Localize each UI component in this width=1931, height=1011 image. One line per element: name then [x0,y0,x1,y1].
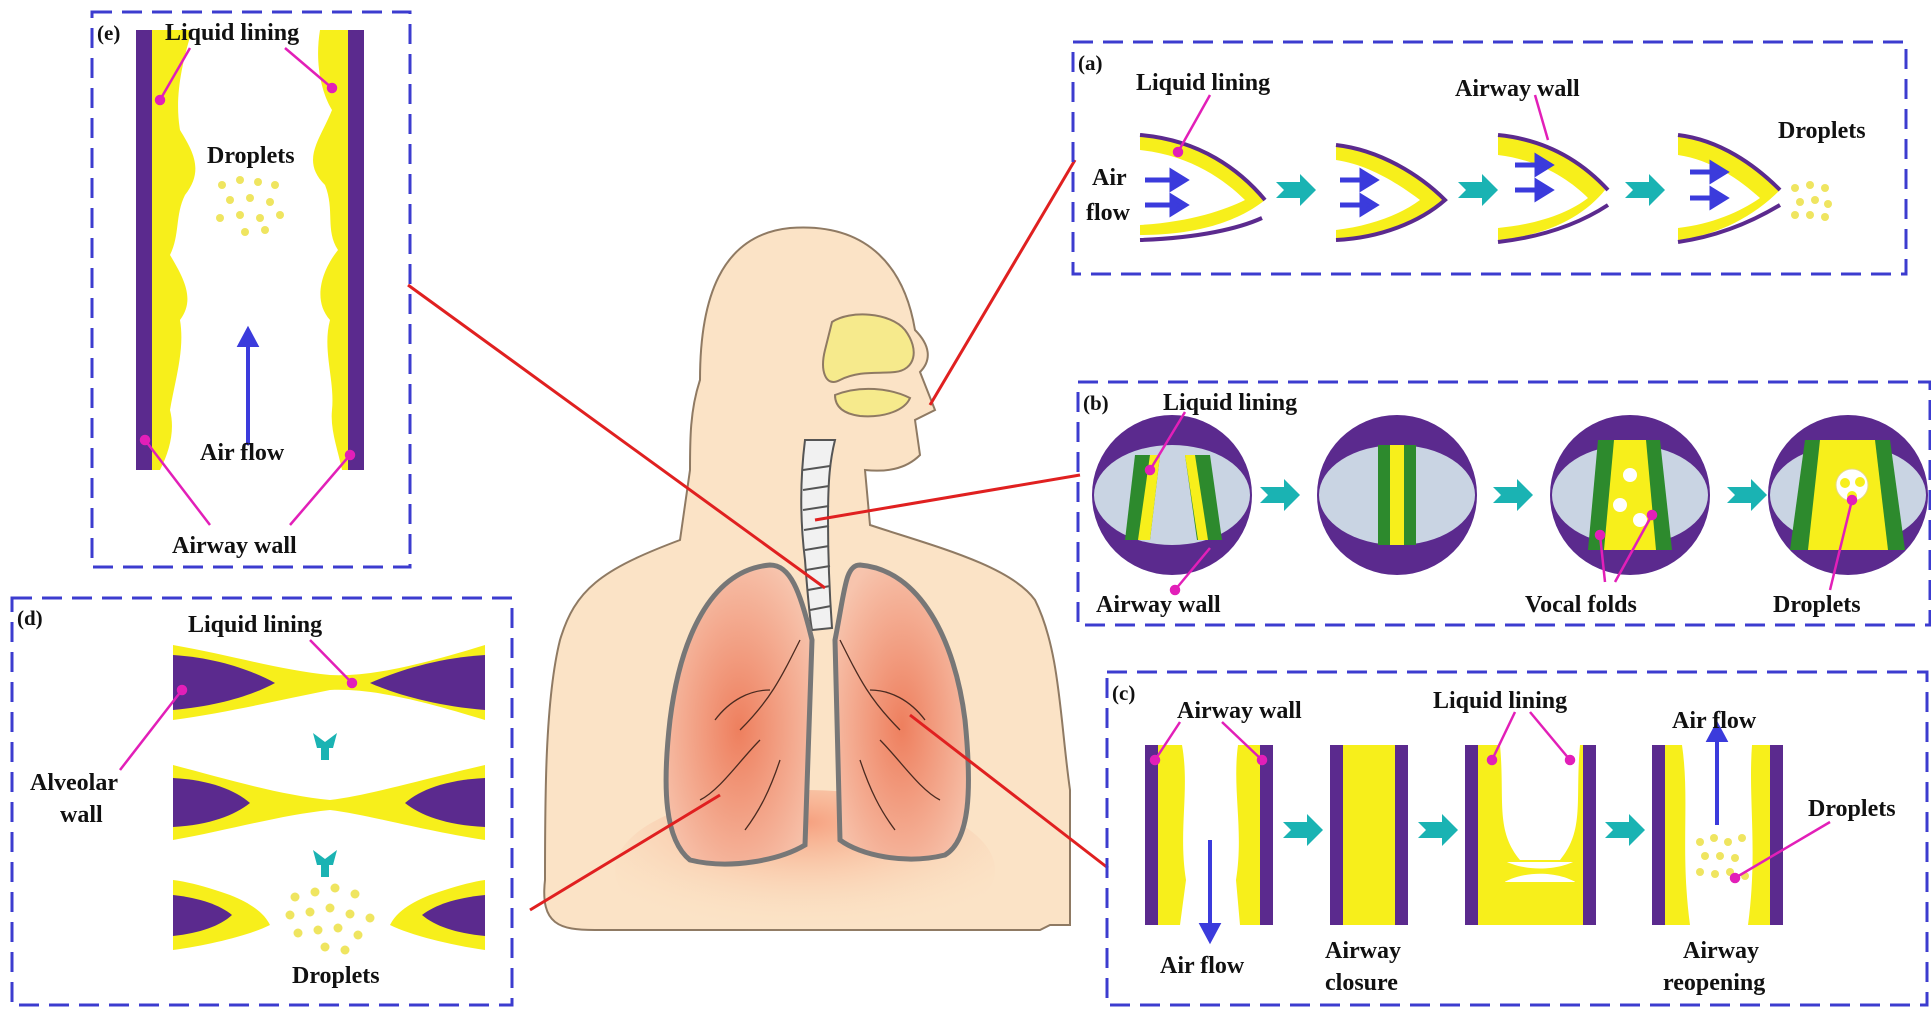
e-droplets [216,176,284,236]
e-right-lining [313,30,348,470]
panel-c: (c) [1107,672,1927,1005]
d-alveoli-row-1 [173,645,485,720]
panel-b: (b) [1078,382,1930,625]
d-label-alveolar-line2: wall [60,802,103,828]
c-label-air-flow-top: Air flow [1672,708,1757,734]
panel-a: (a) [1073,42,1906,274]
a-label-droplets: Droplets [1778,118,1866,144]
nasal-cavity [823,314,914,382]
c-label-closure-line1: Airway [1325,938,1401,964]
panel-e: (e) Liquid lining Droplets Air flow Airw… [92,12,410,567]
a-airway-stage-1 [1140,135,1265,240]
a-label-liquid-lining: Liquid lining [1136,70,1270,96]
a-airway-stage-3 [1498,135,1608,242]
c-label-air-flow-bottom: Air flow [1160,953,1245,979]
a-airway-stage-2 [1336,145,1445,240]
c-airflow-arrows [1202,725,1725,940]
a-label-flow: flow [1086,200,1131,226]
c-label-liquid-lining: Liquid lining [1433,688,1567,714]
a-label-airway-wall: Airway wall [1455,76,1580,102]
c-label-reopening-line1: Airway [1683,938,1759,964]
c-label-droplets: Droplets [1808,796,1896,822]
panel-d-tag: (d) [17,606,43,630]
b-larynx-stage-1 [1092,415,1252,575]
human-figure [544,227,1070,950]
b-label-vocal-folds: Vocal folds [1525,592,1637,618]
b-larynx-stage-2 [1317,415,1477,575]
panel-d: (d) [12,598,512,1005]
d-droplets [286,884,375,955]
e-label-droplets: Droplets [207,143,295,169]
d-label-alveolar-line1: Alveolar [30,770,118,796]
b-label-liquid-lining: Liquid lining [1163,390,1297,416]
a-droplets [1791,181,1832,221]
panel-a-tag: (a) [1078,51,1103,75]
c-airway-bridge [1465,745,1596,925]
e-airflow-arrow [240,330,256,445]
panel-c-tag: (c) [1112,681,1135,705]
e-left-wall [136,30,152,470]
d-alveoli-row-3 [173,880,485,950]
d-label-liquid-lining: Liquid lining [188,612,322,638]
a-airway-stage-4 [1678,135,1780,242]
b-label-droplets: Droplets [1773,592,1861,618]
panel-b-tag: (b) [1083,391,1109,415]
b-label-airway-wall: Airway wall [1096,592,1221,618]
a-label-air: Air [1092,165,1127,191]
c-label-closure-line2: closure [1325,970,1398,996]
c-label-reopening-line2: reopening [1663,970,1765,996]
b-larynx-stage-3 [1550,415,1710,575]
panel-e-tag: (e) [97,21,120,45]
e-right-wall [348,30,364,470]
b-larynx-stage-4 [1768,415,1928,575]
c-airway-closure [1330,745,1408,925]
d-label-droplets: Droplets [292,963,380,989]
e-label-air-flow: Air flow [200,440,285,466]
e-label-liquid-lining: Liquid lining [165,20,299,46]
e-label-airway-wall: Airway wall [172,533,297,559]
d-alveoli-row-2 [173,765,485,840]
a-leaders [1174,95,1548,156]
c-label-airway-wall: Airway wall [1177,698,1302,724]
